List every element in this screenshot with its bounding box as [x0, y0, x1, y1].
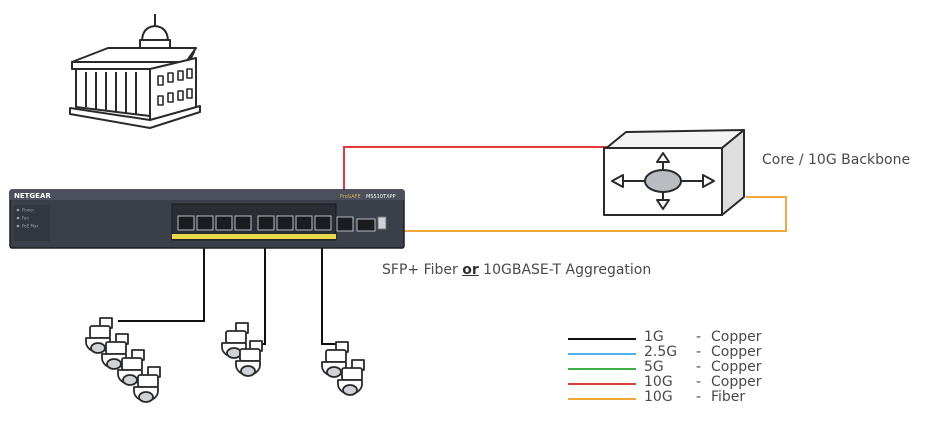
- legend-item: 1G - Copper: [568, 330, 788, 345]
- ptz-camera-icon: [117, 349, 145, 386]
- legend-type: Fiber: [711, 389, 746, 405]
- led-fan-label: Fan: [22, 216, 29, 221]
- legend-dash: -: [696, 374, 702, 390]
- led-poe-label: PoE Max: [22, 224, 39, 229]
- legend-dash: -: [696, 359, 702, 375]
- switch-series: ProSAFE: [340, 194, 361, 200]
- ptz-camera-icon: [235, 340, 263, 377]
- poe-switch: NETGEAR ProSAFE MS510TXPP Power Fan PoE …: [9, 189, 405, 249]
- legend-swatch-1g-copper: [568, 338, 636, 340]
- ptz-camera-icon: [133, 366, 161, 403]
- legend-swatch-10g-copper: [568, 383, 636, 385]
- camera-link-2: [250, 232, 266, 345]
- legend-item: 10G - Copper: [568, 375, 788, 390]
- camera-group-3: [321, 341, 365, 396]
- core-router-icon: [603, 129, 745, 216]
- legend-type: Copper: [711, 374, 762, 390]
- legend-speed: 10G: [644, 374, 673, 390]
- camera-link-3: [321, 232, 338, 345]
- camera-group-2: [221, 322, 263, 377]
- legend-speed: 1G: [644, 329, 664, 345]
- aggregation-label-post: 10GBASE-T Aggregation: [478, 262, 652, 278]
- legend-item: 2.5G - Copper: [568, 345, 788, 360]
- legend-swatch-2-5g-copper: [568, 353, 636, 355]
- aggregation-label: SFP+ Fiber or 10GBASE-T Aggregation: [382, 262, 651, 278]
- legend-item: 5G - Copper: [568, 360, 788, 375]
- legend: 1G - Copper 2.5G - Copper 5G - Copper 10…: [568, 330, 788, 405]
- legend-speed: 10G: [644, 389, 673, 405]
- camera-group-1: [85, 317, 161, 403]
- led-power-label: Power: [22, 208, 34, 213]
- legend-dash: -: [696, 344, 702, 360]
- legend-speed: 2.5G: [644, 344, 678, 360]
- ptz-camera-icon: [101, 333, 129, 370]
- switch-model: MS510TXPP: [366, 194, 396, 200]
- legend-type: Copper: [711, 344, 762, 360]
- legend-dash: -: [696, 329, 702, 345]
- legend-item: 10G - Fiber: [568, 390, 788, 405]
- legend-type: Copper: [711, 329, 762, 345]
- ptz-camera-icon: [321, 341, 349, 378]
- camera-link-1: [118, 232, 205, 322]
- legend-swatch-5g-copper: [568, 368, 636, 370]
- aggregation-label-or: or: [462, 262, 479, 278]
- switch-brand: NETGEAR: [14, 192, 51, 200]
- legend-type: Copper: [711, 359, 762, 375]
- legend-speed: 5G: [644, 359, 664, 375]
- ptz-camera-icon: [337, 359, 365, 396]
- legend-dash: -: [696, 389, 702, 405]
- aggregation-label-pre: SFP+ Fiber: [382, 262, 463, 278]
- core-backbone-label: Core / 10G Backbone: [762, 152, 911, 168]
- government-building-icon: [69, 14, 201, 129]
- uplink-10g-fiber: [366, 196, 787, 232]
- legend-swatch-10g-fiber: [568, 398, 636, 400]
